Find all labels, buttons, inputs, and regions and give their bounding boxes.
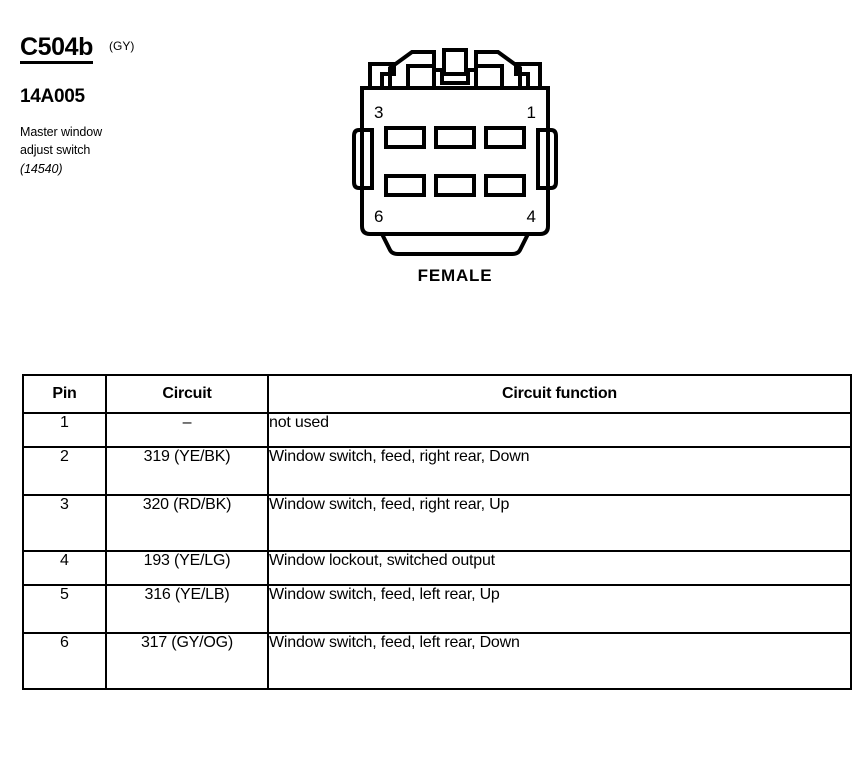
cell-circuit-function: Window switch, feed, right rear, Up (267, 494, 852, 552)
connector-body-shell (360, 86, 550, 236)
connector-key-tab-right-inner (474, 50, 522, 90)
component-description-line-2: adjust switch (20, 143, 91, 158)
cell-circuit: 316 (YE/LB) (105, 584, 269, 634)
connector-illustration: 3 1 6 4 FEMALE (330, 44, 580, 294)
column-header-circuit: Circuit (105, 374, 269, 414)
connector-bottom-skirt (378, 232, 532, 256)
cell-circuit: 319 (YE/BK) (105, 446, 269, 496)
column-header-pin: Pin (22, 374, 107, 414)
table-row: 1–not used (22, 412, 852, 448)
connector-latch-crossbar (440, 72, 470, 85)
connector-cavity-2 (434, 126, 476, 149)
component-description-line-1: Master window (20, 125, 103, 140)
cell-pin: 1 (22, 412, 107, 448)
connector-key-tab-left-inner (388, 50, 436, 90)
cell-pin: 4 (22, 550, 107, 586)
connector-id: C504b (20, 34, 93, 65)
connector-color-code: (GY) (109, 39, 135, 53)
cell-circuit-function: Window switch, feed, left rear, Down (267, 632, 852, 690)
component-description: Master window adjust switch (14540) (20, 123, 320, 177)
connector-gender-label: FEMALE (417, 266, 493, 285)
column-header-circuit-function: Circuit function (267, 374, 852, 414)
connector-drawing-svg: 3 1 6 4 (352, 48, 558, 256)
connector-cavity-4 (484, 174, 526, 197)
connector-id-row: C504b (GY) (20, 34, 320, 65)
cell-circuit: 320 (RD/BK) (105, 494, 269, 552)
connector-center-latch (432, 48, 478, 90)
connector-cavity-3 (384, 126, 426, 149)
connector-pin-label-bottom-left: 6 (374, 207, 383, 226)
connector-pin-label-bottom-right: 4 (527, 207, 536, 226)
connector-cavity-1 (484, 126, 526, 149)
cell-circuit-function: Window switch, feed, right rear, Down (267, 446, 852, 496)
connector-pin-label-top-left: 3 (374, 103, 383, 122)
cell-circuit-function: Window switch, feed, left rear, Up (267, 584, 852, 634)
connector-side-tab-left (352, 128, 374, 190)
cell-pin: 5 (22, 584, 107, 634)
part-number: 14A005 (20, 86, 85, 108)
cell-circuit: 193 (YE/LG) (105, 550, 269, 586)
connector-header-block: C504b (GY) 14A005 Master window adjust s… (20, 34, 320, 178)
connector-pin-label-top-right: 1 (527, 103, 536, 122)
cell-circuit: 317 (GY/OG) (105, 632, 269, 690)
connector-side-tab-right (536, 128, 558, 190)
cell-pin: 2 (22, 446, 107, 496)
component-reference-number: (14540) (20, 161, 63, 176)
connector-key-tab-left-outer (368, 62, 396, 90)
connector-cavity-5 (434, 174, 476, 197)
cell-circuit-function: not used (267, 412, 852, 448)
cell-pin: 6 (22, 632, 107, 690)
connector-cavity-6 (384, 174, 426, 197)
connector-key-tab-right-outer (514, 62, 542, 90)
table-header-row: Pin Circuit Circuit function (22, 374, 852, 414)
cell-circuit-function: Window lockout, switched output (267, 550, 852, 586)
cell-pin: 3 (22, 494, 107, 552)
cell-circuit: – (105, 412, 269, 448)
